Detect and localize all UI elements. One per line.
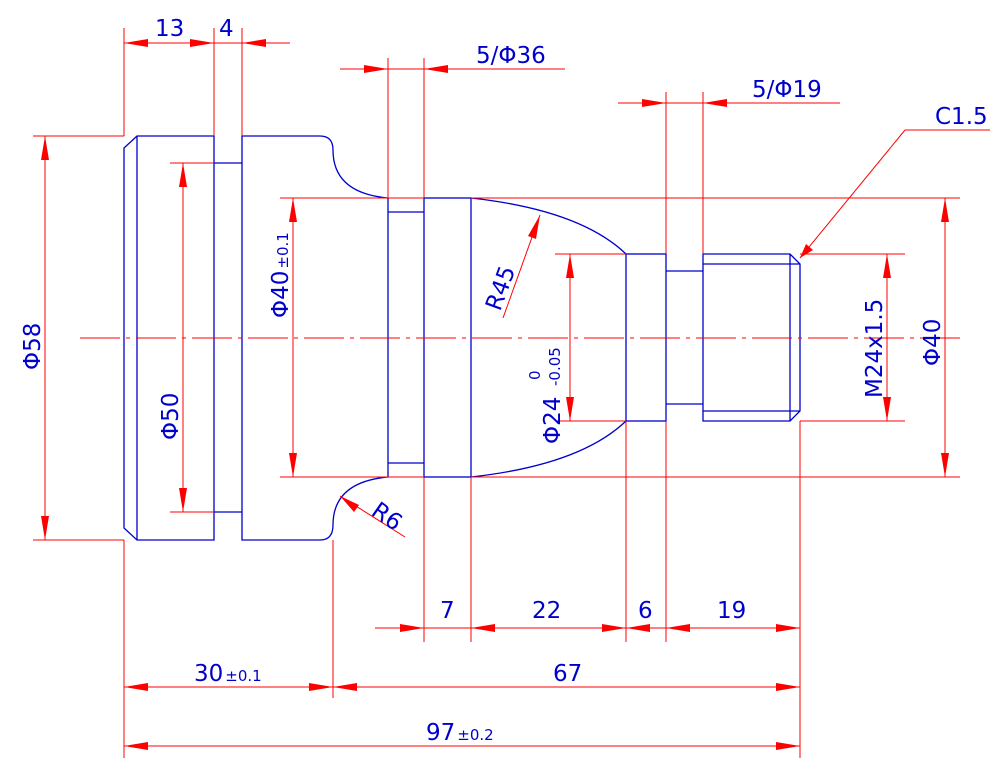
dim-dia24-label: Φ24 [540, 397, 566, 444]
dim-groove2-label: 5/Φ19 [752, 77, 822, 103]
dim-97-label: 97±0.2 [426, 720, 494, 746]
dim-dia24-tol-lower: -0.05 [546, 347, 564, 386]
dim-dia58-label: Φ58 [20, 323, 46, 370]
dim-7-label: 7 [440, 598, 455, 624]
dim-6-label: 6 [638, 598, 653, 624]
dim-dia50-label: Φ50 [158, 393, 184, 440]
dimension-labels: 13 4 5/Φ36 5/Φ19 C1.5 Φ58 Φ50 Φ40±0.1 R4… [20, 16, 988, 746]
dim-22-label: 22 [532, 598, 561, 624]
dim-30-label: 30±0.1 [194, 661, 262, 687]
arrowheads [41, 39, 949, 750]
r45-arc-top [470, 197, 627, 255]
dim-13-label: 13 [155, 16, 184, 42]
dim-thread-label: M24x1.5 [862, 299, 888, 398]
dimension-lines [33, 28, 990, 758]
dim-r6-label: R6 [367, 498, 407, 537]
dim-dia24-tol-upper: 0 [526, 370, 544, 380]
r45-arc-bottom [470, 420, 627, 478]
dim-67-label: 67 [553, 661, 582, 687]
dim-dia40-right-label: Φ40 [920, 319, 946, 366]
dim-r45-label: R45 [481, 263, 521, 314]
dim-groove1-label: 5/Φ36 [476, 43, 546, 69]
chamfer-label: C1.5 [935, 104, 988, 130]
dim-19-label: 19 [717, 598, 746, 624]
dim-4-label: 4 [219, 16, 234, 42]
dim-dia40-left-label: Φ40±0.1 [268, 232, 294, 318]
